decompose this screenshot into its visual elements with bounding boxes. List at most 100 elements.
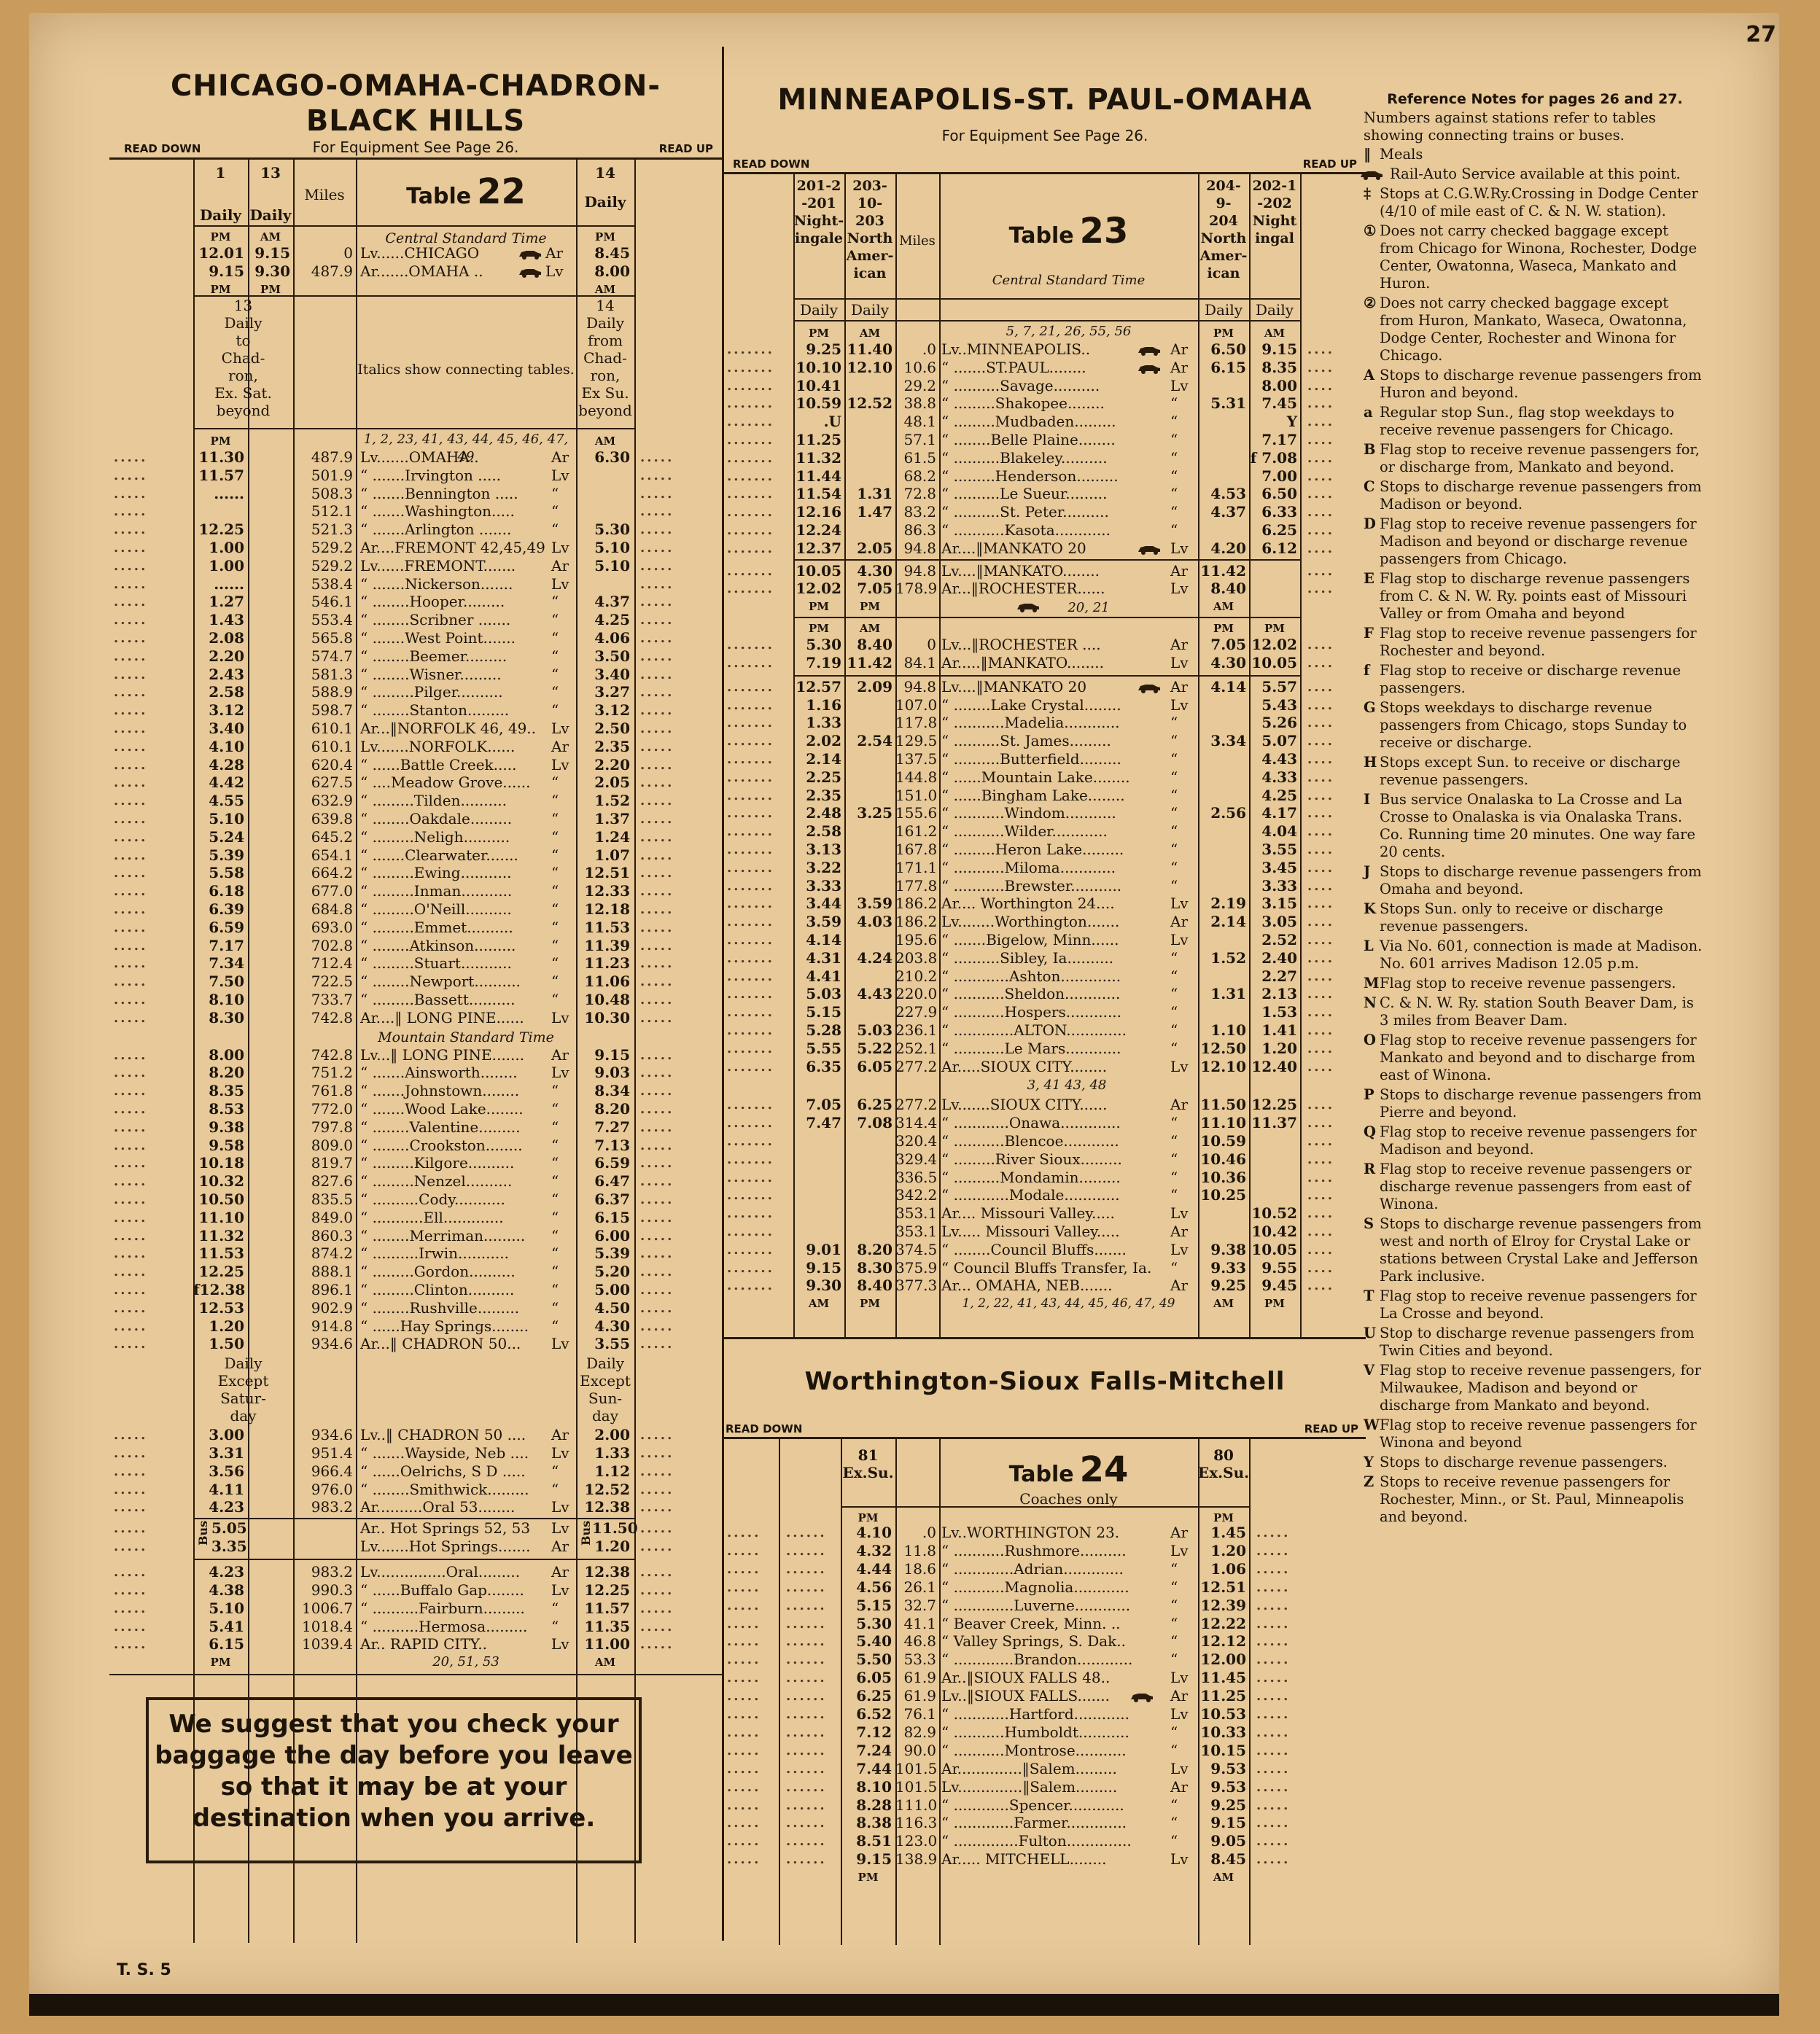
arrive-leave-cell: “ [1170, 485, 1178, 503]
note-key: R [1364, 1161, 1376, 1177]
arrive-leave-cell: Ar [545, 244, 564, 262]
station-cell: “ ............Hartford............ [941, 1705, 1129, 1723]
miles-cell: 896.1 [311, 1281, 353, 1298]
leader-dots: ..... [640, 703, 674, 719]
miles-cell: 990.3 [311, 1581, 353, 1599]
miles-cell: 620.4 [311, 755, 353, 774]
time-cell: 5.03 [806, 985, 841, 1003]
station-cell: “ ..........St. James......... [941, 732, 1111, 750]
time-cell: 4.33 [1261, 768, 1297, 786]
miles-cell: 632.9 [311, 792, 353, 810]
leader-dots: .... [1307, 504, 1335, 521]
arrive-leave-cell: “ [1170, 985, 1178, 1003]
row-rule [793, 674, 1300, 677]
leader-dots: ...... [786, 1797, 827, 1813]
read-up-label: READ UP [658, 142, 713, 155]
note-key: E [1364, 570, 1374, 587]
arrive-leave-cell: “ [1170, 1723, 1178, 1741]
time-cell: 6.30 [594, 448, 630, 466]
leader-dots: .... [1307, 1040, 1335, 1056]
time-cell: 9.53 [1210, 1759, 1246, 1777]
time-cell: 9.03 [594, 1064, 630, 1082]
station-cell: “ ........Crookston........ [360, 1136, 523, 1154]
arrive-leave-cell: “ [1170, 1614, 1178, 1632]
arrive-leave-cell: “ [551, 1154, 559, 1172]
time-cell: 7.27 [594, 1118, 630, 1136]
miles-cell: 0 [927, 636, 936, 654]
time-cell: 10.46 [1200, 1150, 1246, 1168]
miles-cell: 914.8 [311, 1317, 353, 1335]
pm-label: PM [858, 1871, 879, 1885]
miles-cell: 553.4 [311, 611, 353, 629]
time-cell: 4.10 [209, 737, 244, 755]
arrive-leave-cell: “ [551, 593, 559, 611]
time-cell: 2.48 [806, 804, 841, 822]
miles-cell: 151.0 [895, 786, 938, 804]
station-cell: Lv..............‖Salem......... [941, 1777, 1118, 1796]
miles-cell: 38.8 [903, 394, 936, 413]
time-cell: 5.24 [209, 827, 244, 846]
note-key: I [1364, 791, 1371, 808]
miles-cell: 874.2 [311, 1244, 353, 1263]
time-cell: 8.10 [209, 991, 244, 1008]
time-cell: 6.35 [806, 1057, 841, 1075]
leader-dots: ..... [640, 1618, 674, 1634]
station-cell: “ ........Beemer......... [360, 647, 508, 665]
arrive-leave-cell: “ [551, 1191, 559, 1208]
time-cell: 11.35 [584, 1617, 630, 1635]
time-cell: 1.33 [806, 714, 841, 732]
leader-dots: ...... [786, 1852, 827, 1868]
station-cell: “ .............Luverne............ [941, 1596, 1131, 1614]
leader-dots: ..... [640, 1102, 674, 1117]
table-22-panel: CHICAGO-OMAHA-CHADRON- BLACK HILLS READ … [109, 47, 724, 1943]
arrive-leave-cell: “ [551, 1263, 559, 1281]
miles-cell: 167.8 [895, 841, 938, 858]
time-cell: 5.50 [856, 1651, 892, 1669]
time-cell: 6.50 [1261, 485, 1297, 503]
arrive-leave-cell: “ [1170, 967, 1178, 985]
column-rule [841, 1439, 842, 1945]
leader-dots: ..... [727, 1616, 761, 1632]
miles-cell: 10.6 [903, 358, 936, 376]
time-cell: 6.50 [1210, 340, 1246, 358]
time-cell: 1.24 [594, 827, 630, 846]
time-cell: 2.13 [1261, 985, 1297, 1003]
station-cell: Ar..‖SIOUX FALLS 48.. [941, 1669, 1111, 1687]
arrive-leave-cell: Ar [1170, 1524, 1189, 1541]
time-cell: 5.20 [594, 1263, 630, 1281]
note-key: P [1364, 1086, 1374, 1103]
miles-cell: 144.8 [895, 768, 938, 786]
station-cell: “ ..........Fairburn......... [360, 1599, 525, 1617]
arrive-leave-cell: Lv [551, 1335, 569, 1353]
leader-dots: .... [1307, 1206, 1335, 1222]
miles-cell: 320.4 [895, 1132, 938, 1150]
miles-cell: 1006.7 [302, 1599, 353, 1617]
leader-dots: ...... [786, 1815, 827, 1831]
time-cell: 4.31 [806, 948, 841, 967]
time-cell: 12.38 [584, 1563, 630, 1581]
time-cell: 9.25 [1210, 1277, 1246, 1295]
ampm: PM [1264, 622, 1285, 636]
station-cell: “ ........Scribner ....... [360, 611, 511, 629]
station-cell: “ ......Buffalo Gap........ [360, 1581, 524, 1599]
miles-cell: 76.1 [903, 1705, 936, 1723]
note-key: ‡ [1364, 185, 1372, 202]
notes-title: Reference Notes for pages 26 and 27. [1387, 91, 1683, 107]
leader-dots: ..... [640, 1010, 674, 1026]
time-cell: 8.40 [857, 1277, 892, 1295]
leader-dots: ..... [114, 1192, 148, 1207]
time-cell: 9.25 [806, 340, 841, 358]
leader-dots: ..... [640, 1174, 674, 1190]
arrive-leave-cell: Lv [551, 1064, 569, 1082]
